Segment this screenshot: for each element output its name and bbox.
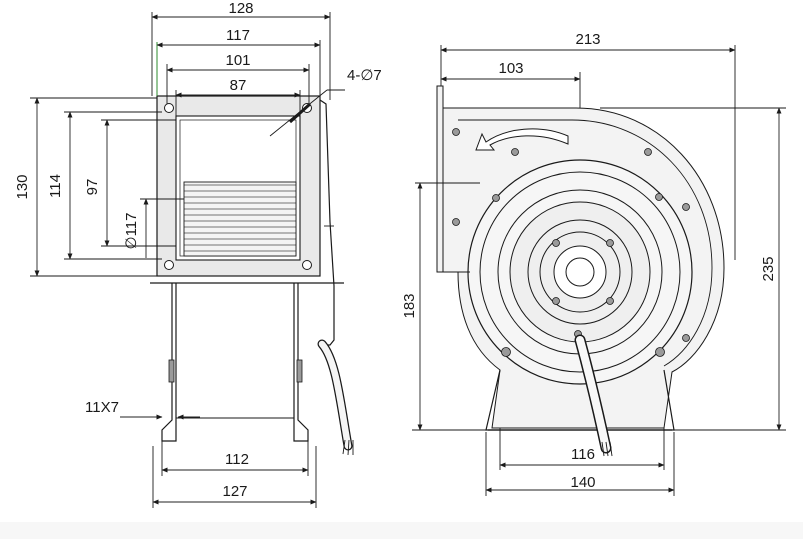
dim-183-label: 183 xyxy=(401,293,418,318)
dim-112-label: 112 xyxy=(225,451,249,468)
dim-103-label: 103 xyxy=(498,60,523,77)
screw-icon xyxy=(682,334,690,342)
dim-127-label: 127 xyxy=(222,483,247,500)
dim-101-label: 101 xyxy=(225,52,250,69)
dim-235-label: 235 xyxy=(760,256,777,281)
dim-slot-label: 11X7 xyxy=(85,399,119,416)
mount-hole-icon xyxy=(302,260,312,270)
screw-icon xyxy=(452,218,460,226)
mount-hole-icon xyxy=(164,103,174,113)
front-outlet-flange xyxy=(436,85,444,273)
side-wheel-blades xyxy=(183,181,297,257)
dim-114-label: 114 xyxy=(47,174,64,198)
screw-icon xyxy=(511,148,519,156)
side-view: 128 117 101 87 4-∅7 130 114 97 xyxy=(14,0,382,508)
dim-130-label: 130 xyxy=(14,174,31,199)
screw-icon xyxy=(606,239,614,247)
screw-icon xyxy=(655,347,665,357)
holes-label: 4-∅7 xyxy=(347,67,382,84)
screw-icon xyxy=(552,297,560,305)
side-motor-housing xyxy=(319,99,335,346)
dim-117-label: 117 xyxy=(226,27,250,44)
screw-icon xyxy=(606,297,614,305)
mount-hole-icon xyxy=(164,260,174,270)
side-stand-left xyxy=(161,283,177,442)
dim-140-label: 140 xyxy=(570,474,595,491)
screw-icon xyxy=(501,347,511,357)
screw-icon xyxy=(644,148,652,156)
screw-icon xyxy=(492,194,500,202)
dim-wheel-diameter-label: ∅117 xyxy=(123,213,140,250)
screw-icon xyxy=(452,128,460,136)
screw-icon xyxy=(682,203,690,211)
front-view: 213 103 235 183 116 140 xyxy=(401,31,786,496)
dim-87-label: 87 xyxy=(230,77,247,94)
rotation-arrow-icon xyxy=(475,128,569,151)
dim-213-label: 213 xyxy=(575,31,600,48)
side-stand-right xyxy=(293,283,309,442)
screw-icon xyxy=(552,239,560,247)
screw-icon xyxy=(655,193,663,201)
dim-128-label: 128 xyxy=(228,0,253,17)
dim-116-label: 116 xyxy=(571,446,595,463)
dim-97-label: 97 xyxy=(84,179,101,196)
